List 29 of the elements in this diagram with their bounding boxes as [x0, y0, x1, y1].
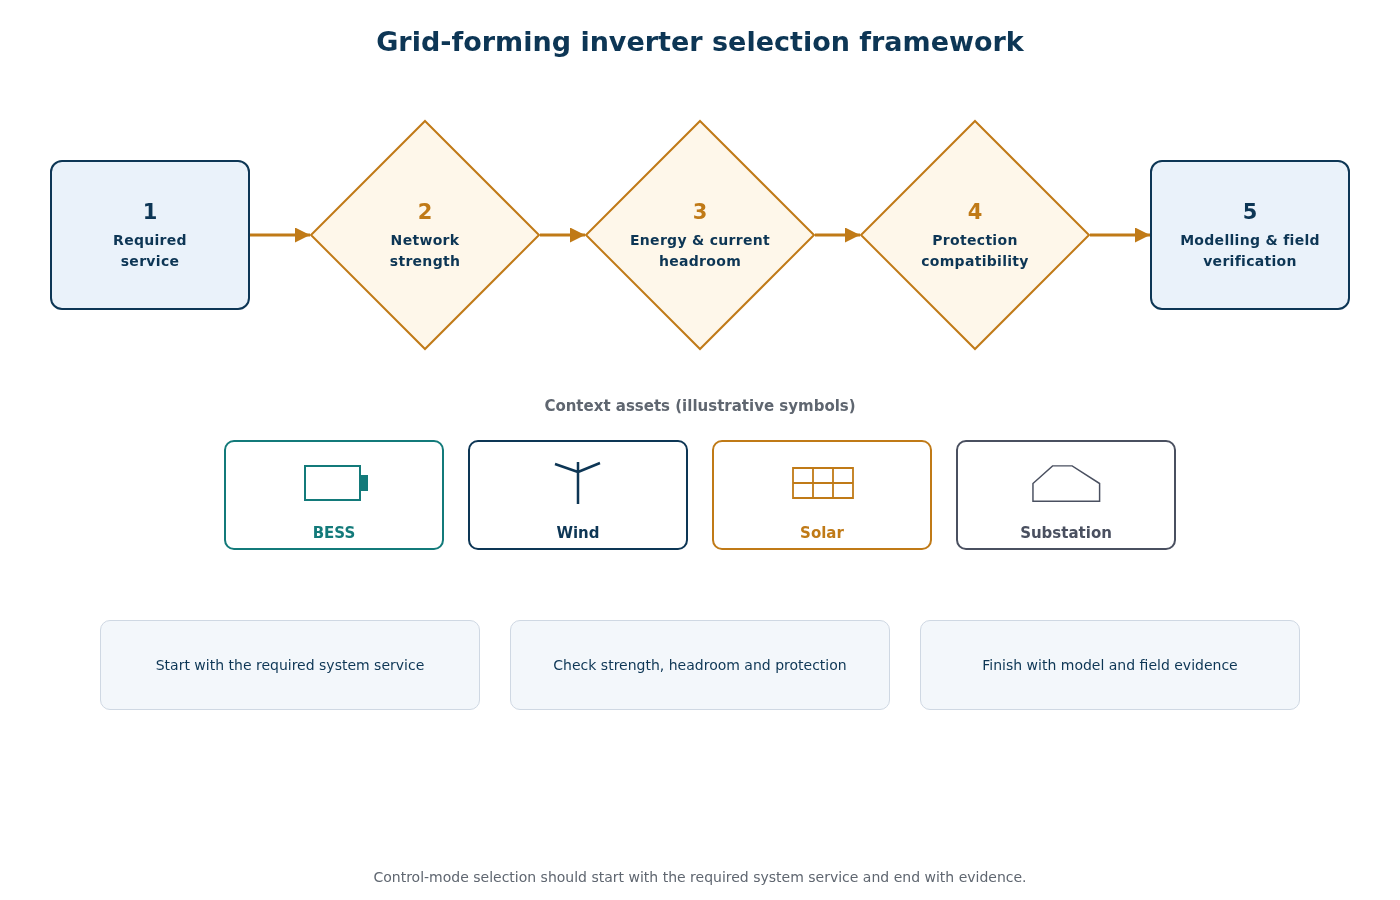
note-text: Finish with model and field evidence [982, 657, 1238, 673]
caption: Control-mode selection should start with the required system service and end with evidence. [372, 869, 1028, 885]
asset-label: Solar [800, 524, 844, 542]
asset-card [224, 440, 444, 550]
step-number: 4 [967, 199, 983, 227]
step-number: 1 [142, 199, 158, 227]
step-box [50, 160, 250, 310]
asset-label: Wind [556, 524, 600, 542]
asset-card [956, 440, 1176, 550]
note-text: Start with the required system service [155, 657, 425, 673]
section-heading: Context assets (illustrative symbols) [543, 397, 857, 415]
note-text: Check strength, headroom and protection [553, 657, 847, 673]
step-number: 2 [417, 199, 433, 227]
step-label: Modelling & field verification [1179, 231, 1321, 271]
asset-card [468, 440, 688, 550]
diagram-title: Grid-forming inverter selection framework [375, 26, 1025, 57]
step-number: 5 [1242, 199, 1258, 227]
asset-card [712, 440, 932, 550]
step-label: Energy & current headroom [628, 231, 772, 271]
note-card [510, 620, 890, 710]
step-label: Protection compatibility [920, 231, 1030, 271]
step-label: Required service [112, 231, 188, 271]
asset-label: BESS [312, 524, 356, 542]
note-card [920, 620, 1300, 710]
step-box [1150, 160, 1350, 310]
step-label: Network strength [388, 231, 462, 271]
note-card [100, 620, 480, 710]
step-number: 3 [692, 199, 708, 227]
asset-label: Substation [1020, 524, 1112, 542]
